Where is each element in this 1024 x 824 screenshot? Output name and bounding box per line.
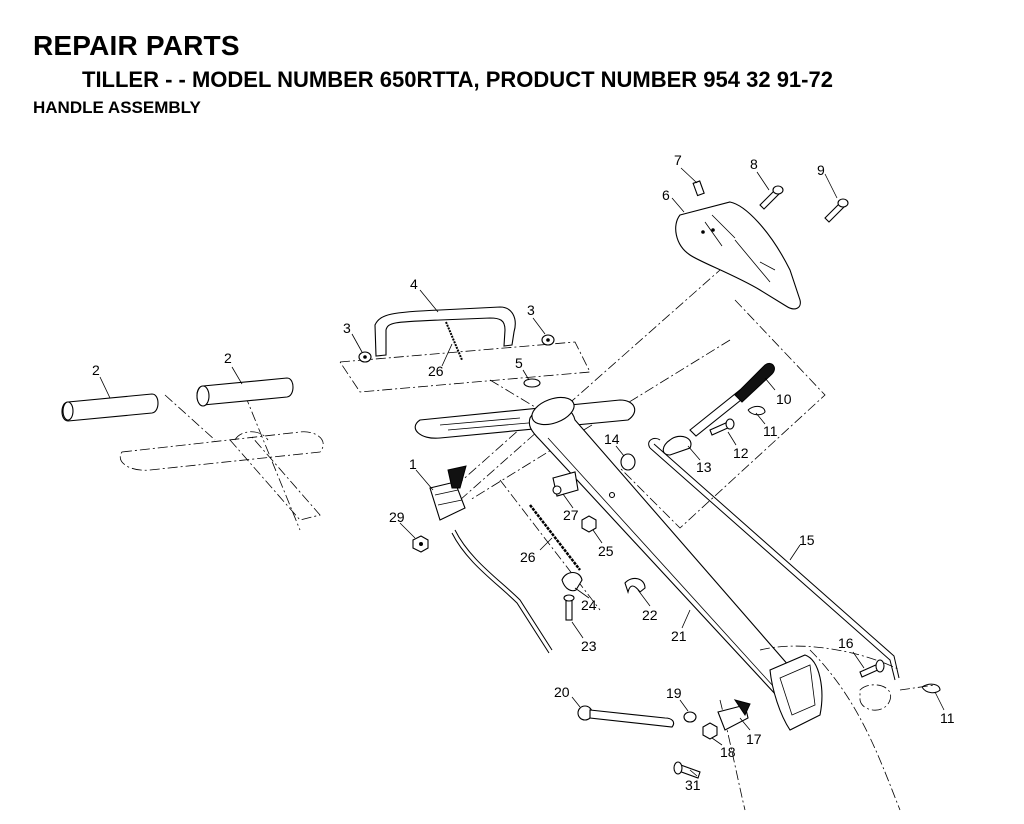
- callout-9: 9: [817, 162, 825, 178]
- part-17: [717, 699, 751, 731]
- cotter-pin-upper: [747, 405, 766, 416]
- callout-5: 5: [515, 355, 523, 371]
- callout-29: 29: [389, 509, 405, 525]
- callout-25: 25: [598, 543, 614, 559]
- leader-lines: [99, 167, 945, 777]
- callout-10: 10: [776, 391, 792, 407]
- callout-26-upper: 26: [428, 363, 444, 379]
- callout-1: 1: [409, 456, 417, 472]
- bushing-5: [523, 378, 541, 388]
- bolt-31: [673, 761, 701, 779]
- linkage-rod-20: [577, 705, 675, 728]
- handle-grip-right: [196, 377, 294, 407]
- callout-15: 15: [799, 532, 815, 548]
- callout-3-left: 3: [343, 320, 351, 336]
- callout-11-lower: 11: [940, 710, 955, 726]
- callout-22: 22: [642, 607, 658, 623]
- callout-labels: 7 8 9 6 4 3 3 2 2 5 26 10 11 12 14 13 1 …: [92, 152, 955, 793]
- callout-2-right: 2: [224, 350, 232, 366]
- callout-24: 24: [581, 597, 597, 613]
- washer-left: [358, 351, 372, 363]
- callout-27: 27: [563, 507, 579, 523]
- callout-2-left: 2: [92, 362, 100, 378]
- shift-rod: [648, 437, 900, 681]
- lower-bracket: [769, 654, 823, 731]
- model-subtitle: TILLER - - MODEL NUMBER 650RTTA, PRODUCT…: [82, 67, 833, 92]
- cotter-pin-lower: [921, 683, 941, 694]
- section-title: HANDLE ASSEMBLY: [33, 98, 201, 117]
- callout-4: 4: [410, 276, 418, 292]
- phantom-handlebar: [119, 431, 324, 521]
- callout-20: 20: [554, 684, 570, 700]
- pin-7: [692, 180, 705, 197]
- clip-24: [561, 571, 583, 592]
- callout-8: 8: [750, 156, 758, 172]
- nut-29: [412, 535, 429, 553]
- callout-11-upper: 11: [763, 423, 778, 439]
- assembly-lines: [164, 269, 936, 691]
- bolt-9: [824, 198, 849, 223]
- handle-bar-upper: [374, 306, 636, 439]
- callout-31: 31: [685, 777, 701, 793]
- cable-26-lower: [529, 504, 581, 571]
- callout-26-lower: 26: [520, 549, 536, 565]
- callout-17: 17: [746, 731, 762, 747]
- callout-7: 7: [674, 152, 682, 168]
- callout-23: 23: [581, 638, 597, 654]
- page-title: REPAIR PARTS: [33, 30, 240, 61]
- handle-grip-left: [61, 393, 159, 422]
- callout-21: 21: [671, 628, 687, 644]
- callout-13: 13: [696, 459, 712, 475]
- nut-25: [581, 515, 597, 533]
- callout-6: 6: [662, 187, 670, 203]
- washer-19: [683, 711, 697, 723]
- throttle-control: [429, 465, 467, 521]
- shift-lever: [662, 362, 775, 456]
- callout-3-right: 3: [527, 302, 535, 318]
- cable-26-upper: [445, 321, 463, 361]
- bolt-12: [709, 418, 735, 436]
- callout-12: 12: [733, 445, 749, 461]
- spacer-14: [620, 453, 636, 471]
- nut-18: [702, 722, 718, 740]
- callout-14: 14: [604, 431, 620, 447]
- bracket-27: [552, 471, 579, 497]
- washer-right: [541, 334, 555, 346]
- bolt-8: [759, 185, 784, 210]
- callout-19: 19: [666, 685, 682, 701]
- handle-cover: [675, 201, 801, 310]
- callout-18: 18: [720, 744, 736, 760]
- bolt-16: [859, 659, 885, 678]
- screw-23: [563, 594, 575, 621]
- throttle-cable: [454, 529, 553, 651]
- callout-16: 16: [838, 635, 854, 651]
- clip-22: [624, 577, 646, 594]
